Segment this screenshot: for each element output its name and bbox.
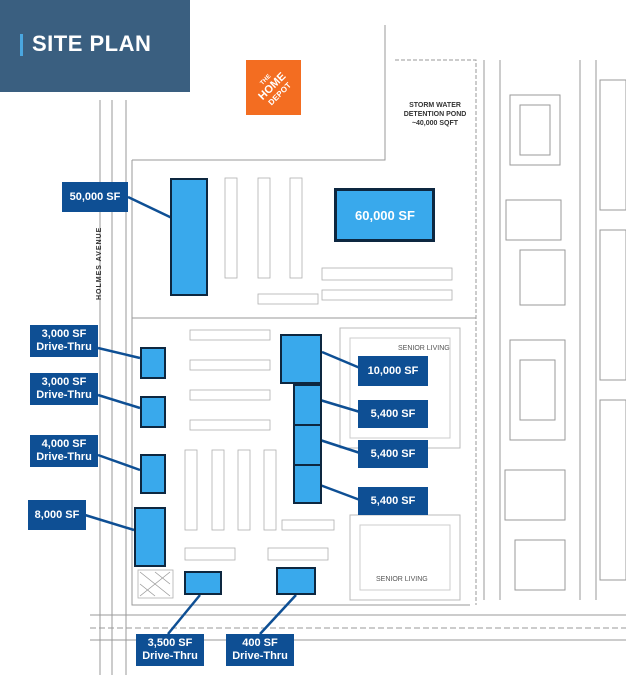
callout-4000-sf-drive-thru[interactable]: 4,000 SF Drive-Thru xyxy=(30,435,98,467)
building-drive-thru-4000[interactable] xyxy=(140,454,166,494)
building-60000-sf-label: 60,000 SF xyxy=(355,208,415,223)
building-5400-sf-b[interactable] xyxy=(293,424,322,466)
page-title: SITE PLAN xyxy=(32,31,152,56)
callout-label: 50,000 SF xyxy=(69,190,121,203)
building-8000-sf[interactable] xyxy=(134,507,166,567)
pond-label-line1: STORM WATER xyxy=(409,102,461,109)
callout-label: 8,000 SF xyxy=(34,508,80,521)
callout-label: 5,400 SF xyxy=(370,494,416,507)
callout-10000-sf[interactable]: 10,000 SF xyxy=(358,356,428,386)
pond-label-line2: DETENTION POND xyxy=(403,111,467,118)
building-5400-sf-c[interactable] xyxy=(293,464,322,504)
callout-5400-sf-a[interactable]: 5,400 SF xyxy=(358,400,428,428)
callout-label: 400 SF Drive-Thru xyxy=(232,637,288,662)
callout-label: 5,400 SF xyxy=(370,447,416,460)
callout-label: 3,500 SF Drive-Thru xyxy=(142,637,198,662)
callout-label: 3,000 SF Drive-Thru xyxy=(36,376,92,401)
detention-pond-label: STORM WATER DETENTION POND ~40,000 SQFT xyxy=(400,101,470,128)
header-accent-bar xyxy=(20,34,23,56)
building-drive-thru-400[interactable] xyxy=(276,567,316,595)
home-depot-logo: THE HOME DEPOT xyxy=(246,60,301,115)
callout-label: 5,400 SF xyxy=(370,407,416,420)
callout-3000-sf-drive-thru-a[interactable]: 3,000 SF Drive-Thru xyxy=(30,325,98,357)
building-drive-thru-3500[interactable] xyxy=(184,571,222,595)
building-60000-sf[interactable]: 60,000 SF xyxy=(334,188,435,242)
building-drive-thru-3000-b[interactable] xyxy=(140,396,166,428)
callout-400-sf-drive-thru[interactable]: 400 SF Drive-Thru xyxy=(226,634,294,666)
building-10000-sf[interactable] xyxy=(280,334,322,384)
holmes-avenue-label: HOLMES AVENUE xyxy=(96,226,103,300)
callout-3000-sf-drive-thru-b[interactable]: 3,000 SF Drive-Thru xyxy=(30,373,98,405)
callout-8000-sf[interactable]: 8,000 SF xyxy=(28,500,86,530)
building-5400-sf-a[interactable] xyxy=(293,384,322,426)
callout-label: 4,000 SF Drive-Thru xyxy=(36,438,92,463)
site-plan-header: SITE PLAN xyxy=(0,0,190,92)
pond-label-line3: ~40,000 SQFT xyxy=(411,120,459,127)
callout-5400-sf-c[interactable]: 5,400 SF xyxy=(358,487,428,515)
building-drive-thru-3000-a[interactable] xyxy=(140,347,166,379)
callout-5400-sf-b[interactable]: 5,400 SF xyxy=(358,440,428,468)
callout-label: 3,000 SF Drive-Thru xyxy=(36,328,92,353)
building-50000-sf[interactable] xyxy=(170,178,208,296)
logo-wordmark: THE HOME DEPOT xyxy=(235,49,313,127)
callout-label: 10,000 SF xyxy=(367,364,419,377)
senior-living-label-bottom: SENIOR LIVING xyxy=(376,576,428,583)
callout-50000-sf[interactable]: 50,000 SF xyxy=(62,182,128,212)
callout-3500-sf-drive-thru[interactable]: 3,500 SF Drive-Thru xyxy=(136,634,204,666)
senior-living-label-top: SENIOR LIVING xyxy=(398,345,450,352)
